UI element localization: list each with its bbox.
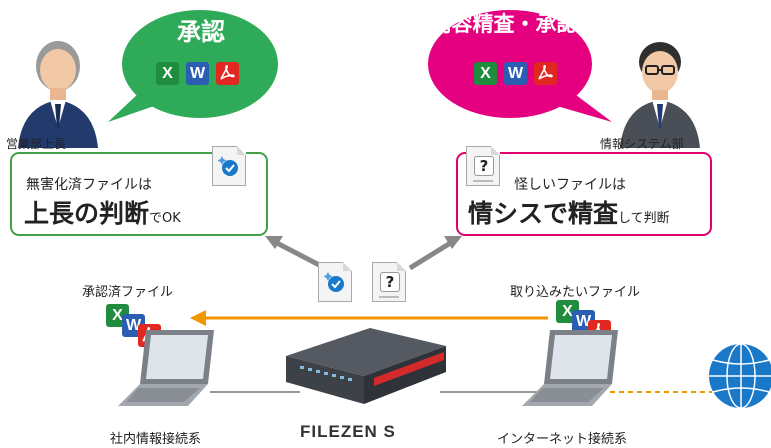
it-staff-avatar: [620, 42, 700, 148]
approve-bubble-text: 承認: [177, 18, 225, 46]
suspicious-file-icon: ?: [466, 146, 500, 186]
word-icon: W: [186, 62, 209, 85]
incoming-files-label: 取り込みたいファイル: [510, 285, 641, 300]
manager-box-line1: 無害化済ファイルは: [26, 177, 152, 193]
it-box-line2: 情シスで精査して判断: [468, 194, 670, 230]
pdf-icon: [216, 62, 239, 85]
doc-line: [379, 296, 399, 298]
suspicious-file-icon: ?: [372, 262, 406, 302]
manager-box-line2: 上長の判断でOK: [24, 194, 181, 230]
internet-laptop: [522, 330, 618, 406]
arrow-to-manager: [265, 236, 327, 271]
doc-line: [473, 180, 493, 182]
sanitized-file-icon: [212, 146, 246, 186]
excel-icon: X: [156, 62, 179, 85]
product-logo: FILEZEN S: [300, 422, 396, 441]
arrow-to-it: [408, 236, 462, 271]
it-box-line1: 怪しいファイルは: [514, 177, 626, 193]
approved-files-label: 承認済ファイル: [82, 285, 174, 300]
word-icon: W: [504, 62, 527, 85]
question-mark-icon: ?: [474, 156, 494, 176]
manager-avatar: [18, 41, 98, 148]
it-box-tail: して判断: [618, 211, 670, 226]
it-label: 情報システム部: [600, 137, 684, 151]
manager-box-emphasis: 上長の判断: [24, 199, 150, 228]
question-mark-icon: ?: [380, 272, 400, 292]
excel-icon: X: [474, 62, 497, 85]
internal-laptop: [118, 330, 214, 406]
sanitized-file-icon: [318, 262, 352, 302]
it-box-emphasis: 情シスで精査: [468, 199, 619, 228]
manager-label: 営業部上長: [6, 137, 67, 151]
internet-network-label: インターネット接続系: [497, 432, 628, 447]
inspect-bubble-text: 内容精査・承認: [430, 12, 578, 36]
flow-arrow: [190, 310, 548, 326]
manager-box-tail: でOK: [149, 211, 181, 226]
internal-network-label: 社内情報接続系: [110, 432, 202, 447]
pdf-icon: [534, 62, 557, 85]
internet-globe-icon: [709, 343, 771, 409]
filezen-appliance: [286, 328, 446, 404]
